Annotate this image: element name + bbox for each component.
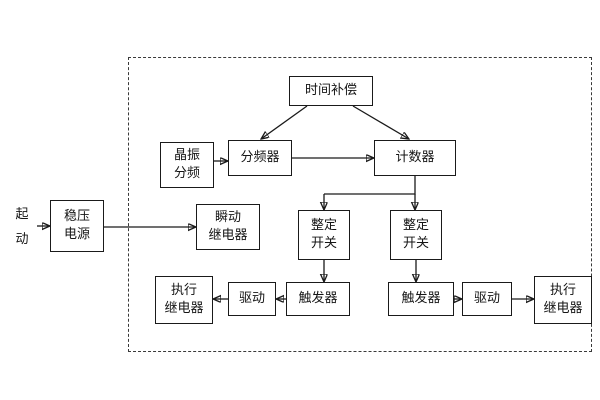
block-trigger-left: 触发器 <box>286 282 350 316</box>
block-trigger-right: 触发器 <box>388 282 454 316</box>
block-counter: 计数器 <box>374 140 456 176</box>
dashed-boundary <box>128 57 592 352</box>
block-instantaneous-relay: 瞬动 继电器 <box>196 204 260 250</box>
block-frequency-divider: 分频器 <box>228 140 292 176</box>
start-label: 起 动 <box>15 207 29 248</box>
block-drive-left: 驱动 <box>228 282 276 316</box>
block-regulated-power-supply: 稳压 电源 <box>50 200 104 252</box>
block-setting-switch-left: 整定 开关 <box>298 210 350 260</box>
block-execution-relay-left: 执行 继电器 <box>155 276 213 324</box>
block-crystal-oscillator-divider: 晶振 分频 <box>160 142 214 188</box>
block-time-compensation: 时间补偿 <box>289 76 373 106</box>
block-setting-switch-right: 整定 开关 <box>390 210 442 260</box>
block-execution-relay-right: 执行 继电器 <box>534 276 592 324</box>
block-drive-right: 驱动 <box>462 282 512 316</box>
